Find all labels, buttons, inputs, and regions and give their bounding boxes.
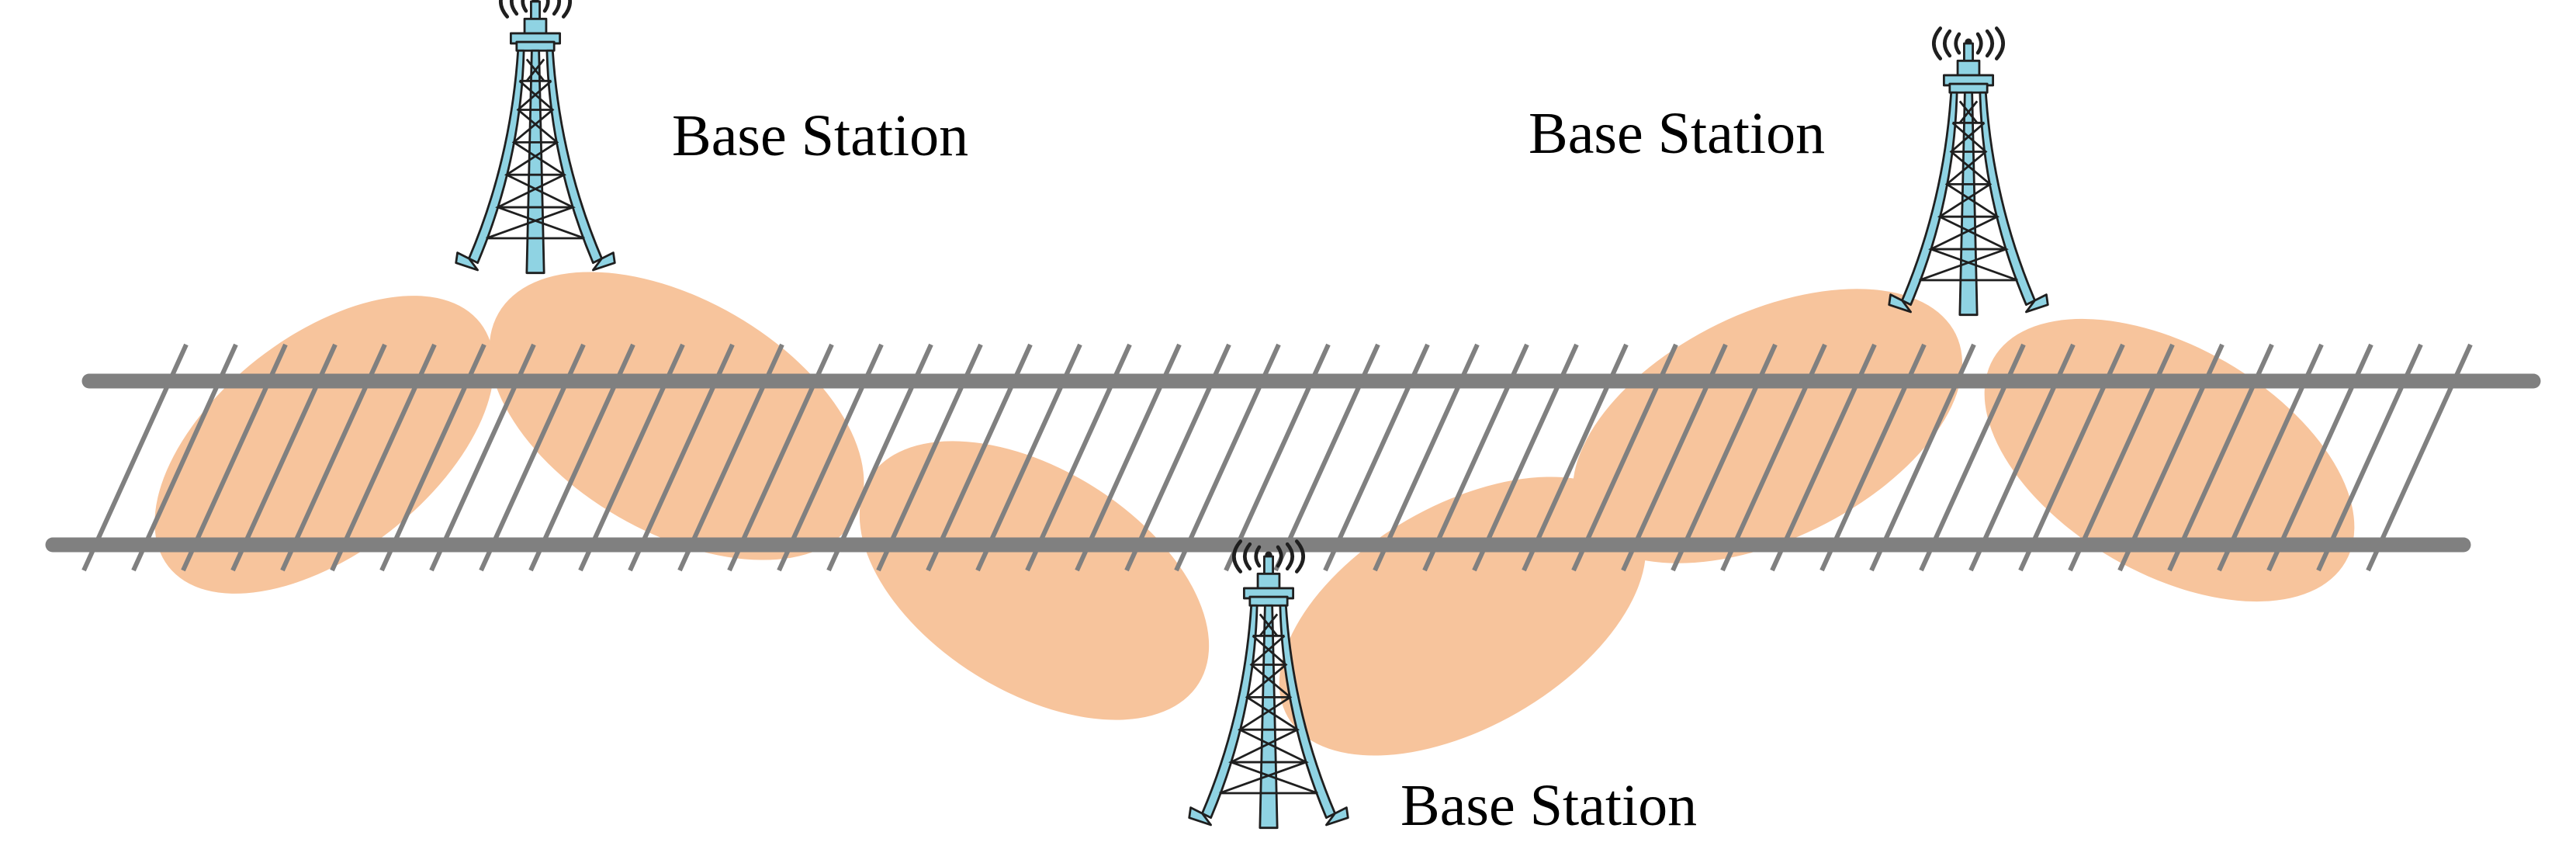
base-station-label: Base Station <box>1529 101 1825 166</box>
coverage-beam-1 <box>154 296 494 594</box>
railway-track <box>45 343 2541 572</box>
base-station-label: Base Station <box>1401 773 1697 838</box>
coverage-beam-3 <box>859 441 1210 720</box>
base-station-bottom-center: Base Station <box>1189 541 1697 838</box>
base-station-label: Base Station <box>672 103 968 168</box>
base-station-top-left: Base Station <box>456 0 968 273</box>
cell-tower-icon <box>456 0 615 273</box>
base-station-top-right: Base Station <box>1529 28 2048 314</box>
cell-tower-icon <box>1889 28 2048 314</box>
coverage-beam-2 <box>489 272 864 560</box>
